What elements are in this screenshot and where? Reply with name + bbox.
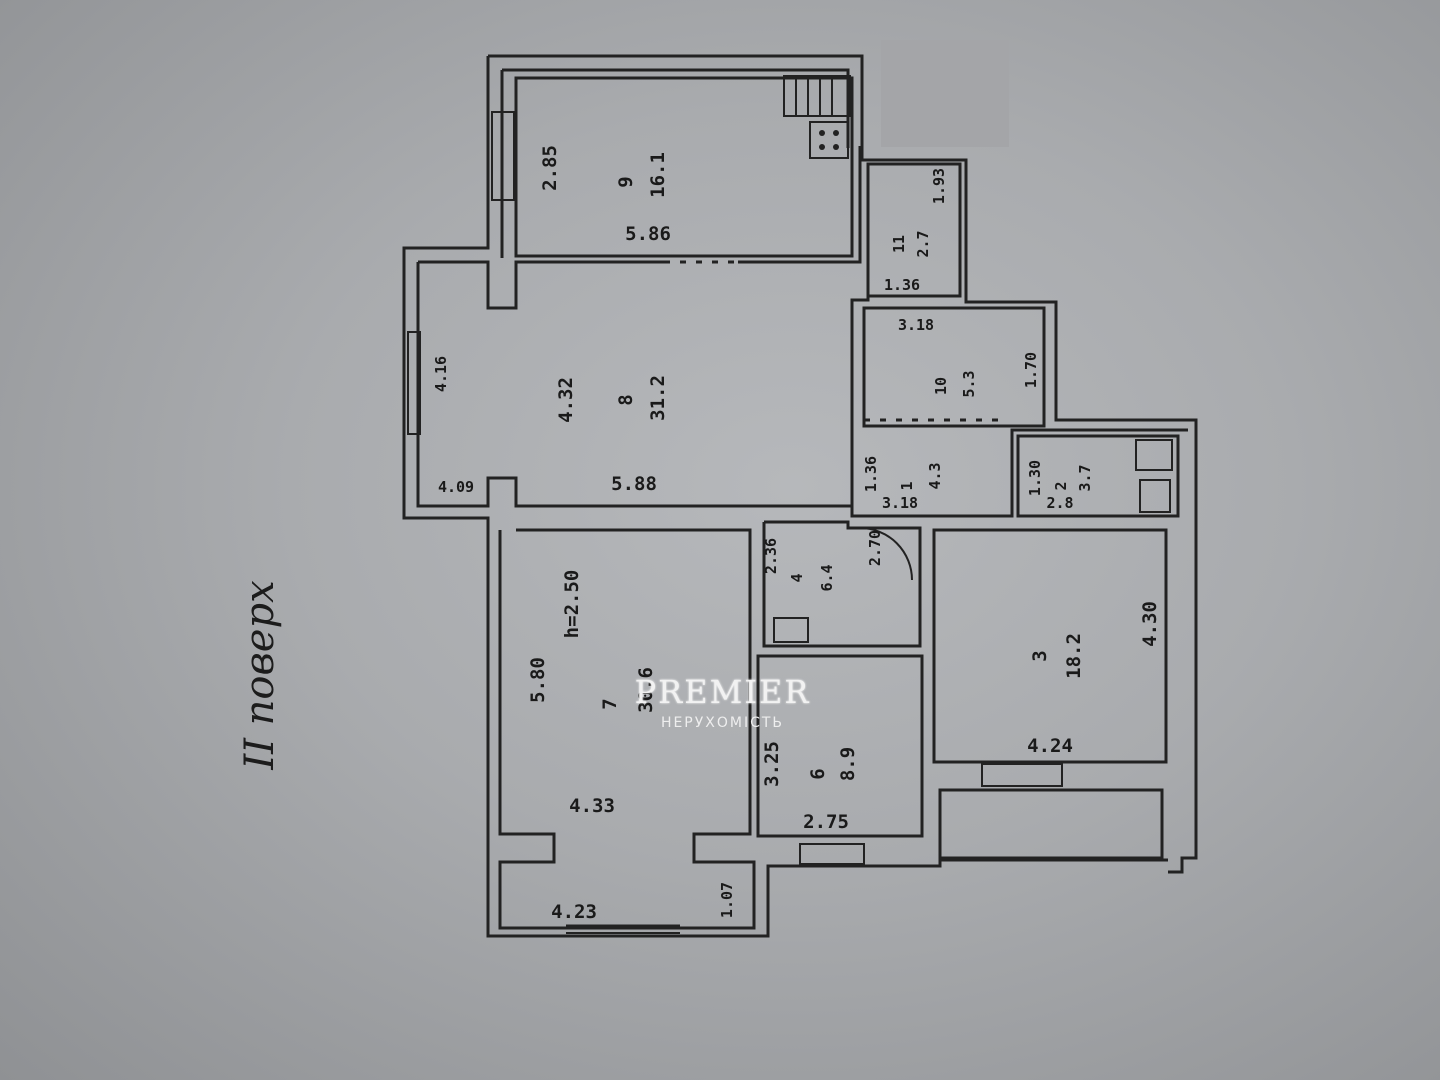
- room-7-dim: 1.07: [718, 882, 736, 918]
- room-9-number: 9: [615, 176, 637, 187]
- room-11-outline: [866, 162, 962, 298]
- room-7-dim: h=2.50: [561, 570, 583, 639]
- cabinet-icon: [773, 617, 809, 643]
- room-2-outline: [1016, 434, 1180, 518]
- room-8-dim: 4.16: [432, 356, 450, 392]
- room-2-dim: 2.8: [1046, 494, 1073, 512]
- room-2-area: 3.7: [1076, 464, 1094, 491]
- room-8-area: 31.2: [647, 375, 669, 421]
- room-10-area: 5.3: [960, 370, 978, 397]
- room-6-outline: [756, 654, 924, 838]
- room-7-dim: 5.80: [527, 657, 549, 703]
- room-4-dim: 2.70: [866, 530, 884, 566]
- room-9-dim: 2.85: [539, 145, 561, 191]
- room-10-outline: [862, 306, 1046, 428]
- room-4-number: 4: [788, 573, 806, 582]
- room-8-dim: 5.88: [611, 473, 657, 495]
- room-10-dim: 3.18: [898, 316, 934, 334]
- room-6-number: 6: [807, 768, 829, 779]
- room-3-outline: [932, 528, 1168, 764]
- door-swing: [859, 527, 913, 581]
- room-6-dim: 2.75: [803, 811, 849, 833]
- watermark-subtitle: НЕРУХОМІСТЬ: [660, 715, 785, 731]
- window-6: [799, 843, 865, 865]
- outer-walls: [402, 54, 1198, 938]
- room-1-area: 4.3: [926, 462, 944, 489]
- watermark-brand: PREMIER: [634, 673, 811, 711]
- room-11-dim: 1.93: [930, 168, 948, 204]
- window-9: [491, 111, 515, 201]
- room-8-number: 8: [615, 394, 637, 405]
- room-7-dim: 4.33: [569, 795, 615, 817]
- room-2-dim: 1.30: [1026, 460, 1044, 496]
- window-8: [407, 331, 421, 435]
- balcony: [938, 788, 1164, 860]
- room-3-number: 3: [1029, 650, 1051, 661]
- floor-label-text: II поверх: [237, 580, 283, 770]
- room-9-area: 16.1: [647, 152, 669, 198]
- room-1-dim: 3.18: [882, 494, 918, 512]
- toilet-icon: [1139, 479, 1171, 513]
- room-8-dim: 4.32: [555, 377, 577, 423]
- room-3-dim: 4.30: [1139, 601, 1161, 647]
- room-11-dim: 1.36: [884, 276, 920, 294]
- room-4-dim: 2.36: [762, 538, 780, 574]
- stove-icon: [809, 121, 849, 159]
- room-6-dim: 3.25: [761, 741, 783, 787]
- window-3: [981, 763, 1063, 787]
- room-3-area: 18.2: [1063, 633, 1085, 679]
- room-7-dim: 4.23: [551, 901, 597, 923]
- room-9-outline: [514, 76, 854, 258]
- watermark: PREMIER НЕРУХОМІСТЬ: [610, 672, 835, 746]
- redaction-box: [881, 40, 1009, 147]
- stair-icon: [783, 75, 851, 117]
- room-3-dim: 4.24: [1027, 735, 1073, 757]
- room-1-number: 1: [898, 481, 916, 490]
- room-1-dim: 1.36: [862, 456, 880, 492]
- labels: 2.85 9 16.1 5.86 4.32 8 31.2 5.88 4.16 4…: [432, 145, 1161, 923]
- room-11-area: 2.7: [914, 230, 932, 257]
- room-9-dim: 5.86: [625, 223, 671, 245]
- room-10-dim: 1.70: [1022, 352, 1040, 388]
- room-8-dim: 4.09: [438, 478, 474, 496]
- room-2-number: 2: [1052, 481, 1070, 490]
- room-7-number: 7: [599, 698, 621, 709]
- room-11-number: 11: [890, 235, 908, 253]
- room-7-area: 30.6: [635, 667, 657, 713]
- room-10-number: 10: [932, 377, 950, 395]
- room-6-area: 8.9: [837, 747, 859, 781]
- room-4-area: 6.4: [818, 564, 836, 591]
- floor-label: II поверх: [230, 570, 290, 780]
- sink-icon: [1135, 439, 1173, 471]
